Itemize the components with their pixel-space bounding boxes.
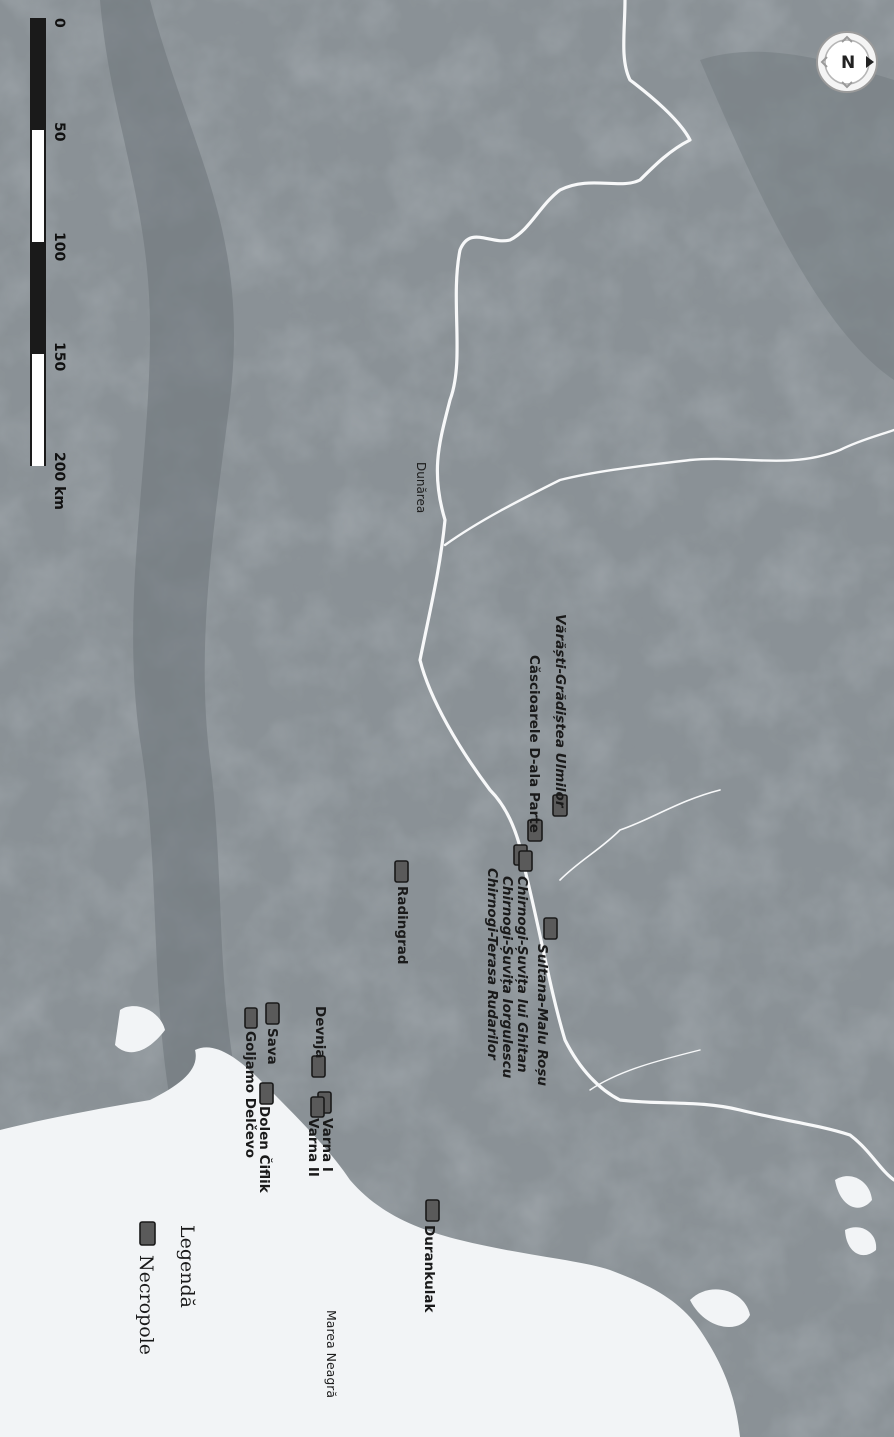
site-dolen[interactable]: Dolen Čiflik	[256, 1082, 274, 1194]
necropolis-marker[interactable]	[527, 819, 543, 842]
necropolis-marker[interactable]	[310, 1096, 325, 1118]
site-durankulak[interactable]: Durankulak	[421, 1199, 440, 1314]
necropolis-marker[interactable]	[244, 1007, 258, 1029]
delta-lagoon-1	[690, 1289, 750, 1327]
site-label: Vărăști-Grădiștea Ulmilor	[552, 614, 568, 809]
site-label: Radingrad	[394, 886, 410, 965]
legend-title: Legendă	[176, 1225, 198, 1308]
scale-end-label: 200 km	[51, 452, 67, 510]
site-sava[interactable]: Sava	[264, 1002, 280, 1065]
site-sultana[interactable]: Sultana-Malu Roșu	[534, 917, 558, 1086]
site-varasti[interactable]: Vărăști-Grădiștea Ulmilor	[552, 614, 568, 817]
site-label: Sava	[264, 1028, 280, 1065]
tributary-river-2	[559, 789, 721, 881]
danube-river	[418, 0, 894, 1182]
scale-tick-150: 150	[51, 342, 67, 371]
sea-label: Marea Neagră	[324, 1310, 339, 1398]
scale-bar: 0 50 100 150 200 km	[30, 18, 67, 510]
scale-tick-50: 50	[51, 122, 67, 142]
site-label: Chirnogi-Șuvița lui Ghitan	[514, 876, 530, 1073]
site-radingrad[interactable]: Radingrad	[394, 860, 410, 965]
legend-item-label: Necropole	[135, 1255, 157, 1355]
necropolis-marker[interactable]	[311, 1055, 326, 1078]
delta-lagoon-2	[835, 1176, 872, 1208]
legend-marker-icon	[139, 1221, 156, 1246]
site-chirnogi[interactable]: Chirnogi-Șuvița lui Ghitan Chirnogi-Șuvi…	[484, 844, 533, 1079]
site-label: Dolen Čiflik	[256, 1106, 274, 1194]
site-label: Durankulak	[421, 1225, 437, 1314]
coast-inlet	[115, 1006, 165, 1053]
site-label: Chirnogi-Terasa Rudarilor	[484, 868, 500, 1061]
site-goljamo[interactable]: Goljamo Delčevo	[242, 1007, 258, 1158]
black-sea	[0, 1047, 740, 1437]
site-label: Varna I	[319, 1118, 335, 1172]
delta-lagoon-3	[845, 1227, 877, 1256]
site-devnja[interactable]: Devnja	[311, 1006, 328, 1078]
legend: Legendă Necropole	[135, 1221, 198, 1355]
necropolis-marker[interactable]	[265, 1002, 280, 1025]
necropolis-marker[interactable]	[394, 860, 409, 883]
scale-tick-100: 100	[51, 232, 67, 261]
site-label: Chirnogi-Șuvița Iorgulescu	[499, 876, 515, 1079]
necropolis-marker[interactable]	[552, 794, 568, 817]
mountain-belt	[100, 0, 240, 1100]
compass-north-letter: N	[841, 53, 855, 73]
tributary-river	[443, 428, 894, 547]
site-label: Varna II	[305, 1118, 321, 1177]
necropolis-marker[interactable]	[425, 1199, 440, 1222]
site-label: Devnja	[312, 1006, 328, 1059]
scale-tick-0: 0	[51, 18, 67, 28]
site-label: Căscioarele D-ala Parte	[526, 655, 542, 833]
site-label: Goljamo Delčevo	[242, 1031, 258, 1158]
necropolis-marker[interactable]	[259, 1082, 274, 1105]
site-cascioarele[interactable]: Căscioarele D-ala Parte	[526, 655, 543, 842]
necropolis-marker[interactable]	[543, 917, 558, 940]
site-label: Sultana-Malu Roșu	[534, 944, 550, 1086]
site-varna[interactable]: Varna I Varna II	[305, 1091, 335, 1177]
necropolis-marker[interactable]	[518, 850, 533, 872]
tributary-river-3	[589, 1049, 701, 1091]
compass-icon[interactable]: N	[816, 31, 878, 93]
river-label: Dunărea	[414, 462, 428, 513]
mountain-belt-east	[700, 51, 894, 380]
